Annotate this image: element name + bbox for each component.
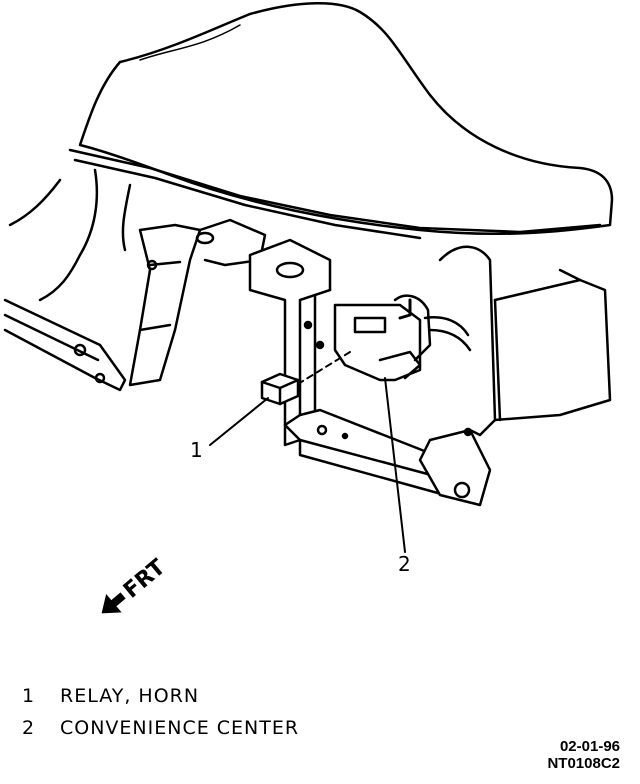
legend-item-number: 1: [22, 685, 36, 707]
bracket-hole: [275, 261, 305, 279]
dash-face-edge: [68, 148, 602, 234]
figure-code: NT0108C2: [547, 755, 620, 772]
legend-item-number: 2: [22, 717, 36, 739]
front-direction-arrow: FRT: [101, 555, 170, 614]
mounting-bracket: [248, 238, 332, 447]
legend-item: 1 RELAY, HORN: [22, 680, 442, 712]
dashboard-diagram: FRT: [3, 2, 614, 614]
callout-number-1: 1: [190, 438, 203, 462]
left-support-bar: [3, 298, 127, 392]
figure-date: 02-01-96: [559, 738, 620, 755]
figure-stamp: 02-01-96 NT0108C2: [547, 738, 620, 772]
legend-item: 2 CONVENIENCE CENTER: [22, 712, 442, 744]
leader-line-1: [209, 397, 269, 446]
legend: 1 RELAY, HORN 2 CONVENIENCE CENTER: [22, 680, 442, 744]
front-direction-label: FRT: [119, 555, 170, 604]
leader-line-2: [384, 377, 406, 553]
convenience-center: [333, 294, 472, 382]
legend-item-text: CONVENIENCE CENTER: [60, 717, 300, 739]
right-panel: [438, 245, 497, 437]
left-bracket: [128, 223, 202, 387]
callout-number-2: 2: [398, 552, 411, 576]
legend-item-text: RELAY, HORN: [60, 685, 200, 707]
dash-cover: [78, 2, 614, 236]
relay-install-path: [297, 351, 351, 385]
horn-relay: [260, 372, 300, 406]
